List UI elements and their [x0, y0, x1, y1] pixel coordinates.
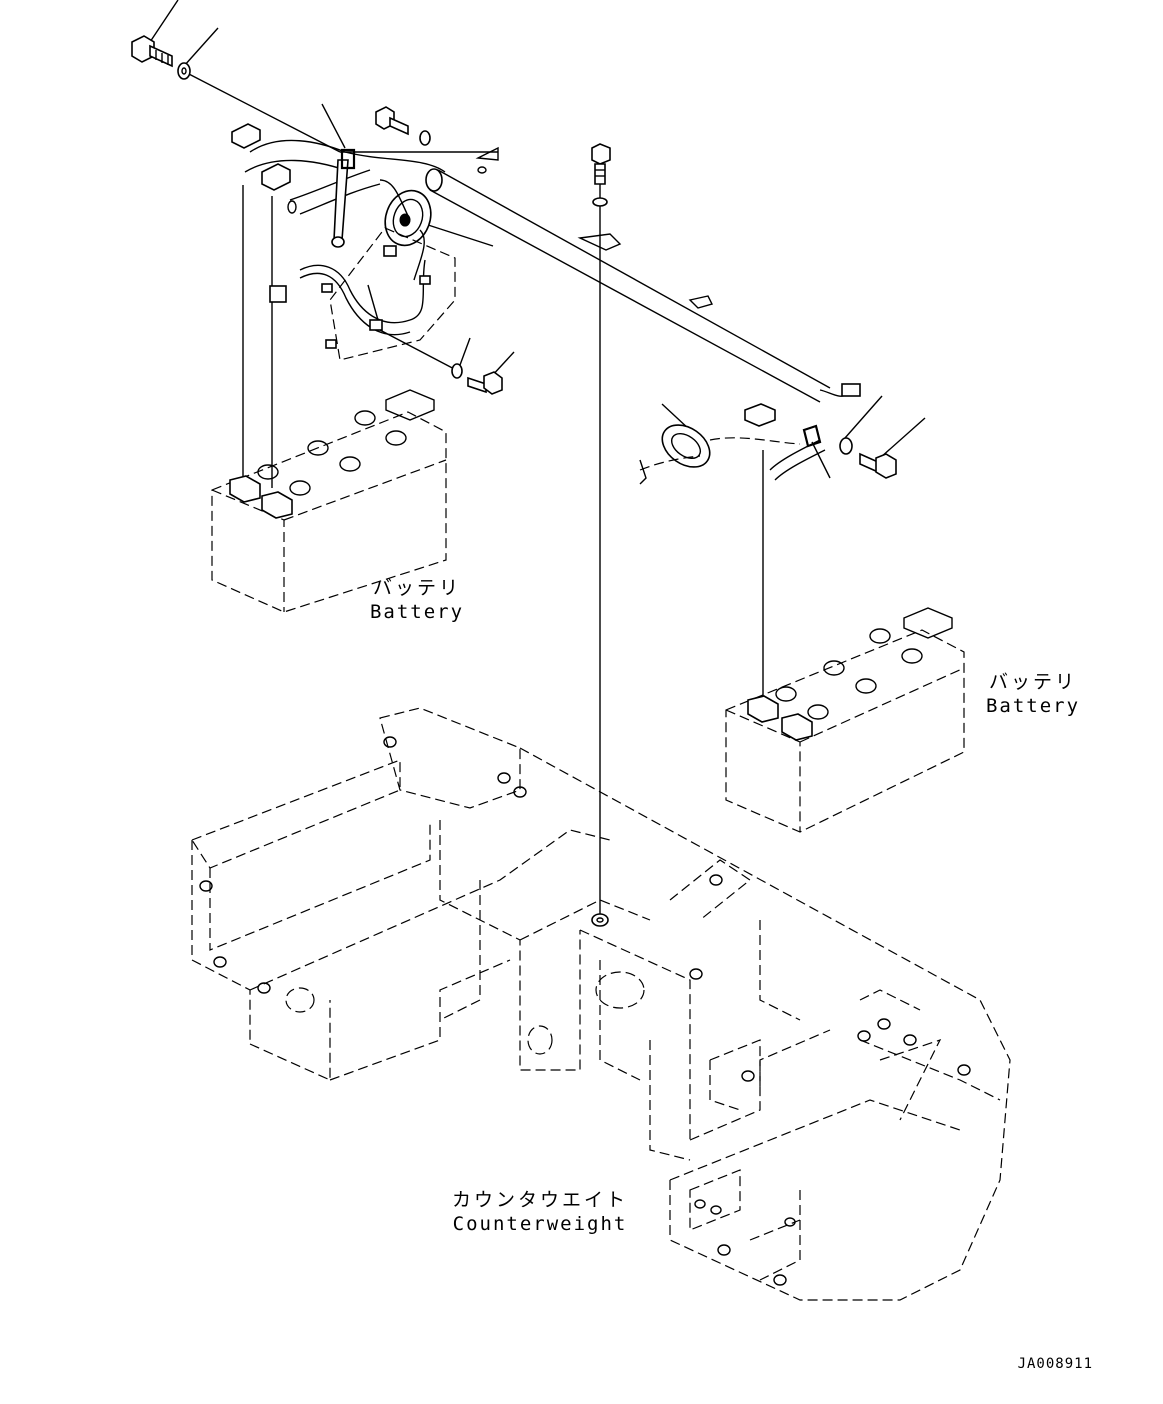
- drawing-code: JA008911: [1017, 1356, 1093, 1372]
- battery-right: [725, 607, 965, 833]
- battery-right-label-jp: バッテリ: [988, 671, 1077, 693]
- grommet-right: [639, 403, 826, 485]
- counterweight-frame: [191, 707, 1011, 1301]
- leader-lines: [149, 0, 926, 479]
- battery-left-label-en: Battery: [369, 601, 465, 623]
- long-conduit: [425, 168, 861, 403]
- bolt-right: [839, 437, 897, 479]
- counterweight-label: カウンタウエイト Counterweight: [430, 1188, 650, 1236]
- assembly-axes: [184, 71, 764, 915]
- counterweight-bolt-holes: [199, 736, 971, 1286]
- battery-left-label-jp: バッテリ: [372, 577, 461, 599]
- bolt-middle-left: [451, 363, 503, 395]
- bolt-top-left: [131, 35, 173, 68]
- upper-left-harness: [231, 123, 499, 248]
- counterweight-label-en: Counterweight: [452, 1213, 628, 1235]
- bolt-top-middle: [375, 106, 431, 146]
- battery-right-label: バッテリ Battery: [968, 670, 1098, 718]
- battery-left: [211, 389, 447, 613]
- battery-right-label-en: Battery: [985, 695, 1081, 717]
- grommet-left: [379, 179, 432, 281]
- harness-plate: [269, 227, 456, 361]
- battery-left-label: バッテリ Battery: [352, 576, 482, 624]
- bolt-top-vertical: [591, 143, 611, 207]
- counterweight-label-jp: カウンタウエイト: [451, 1189, 628, 1211]
- washer-top-left: [177, 62, 191, 80]
